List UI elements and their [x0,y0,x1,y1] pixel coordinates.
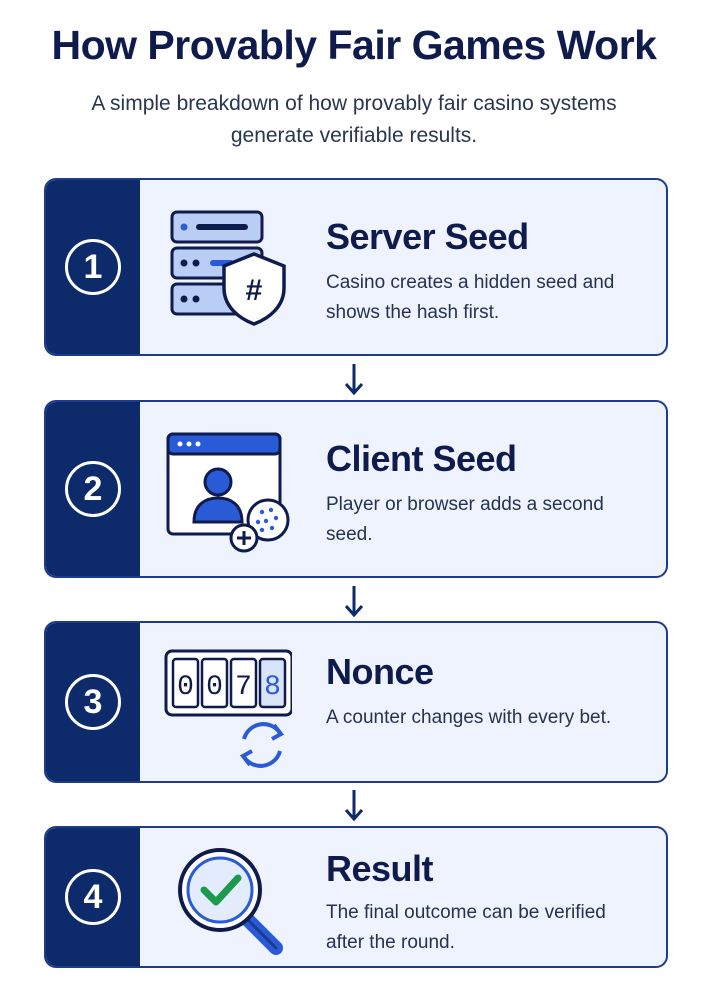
step-title: Nonce [326,651,434,692]
step-description: The final outcome can be verified after … [326,902,606,953]
step-number: 3 [65,674,121,730]
counter-digit: 0 [177,672,194,703]
arrow-down-icon [344,790,364,822]
browser-user-icon [166,432,290,553]
counter-icon: 0 0 7 8 [164,649,292,768]
step-title: Server Seed [326,216,529,257]
counter-digit: 8 [264,672,281,703]
step-number-column: 1 [46,180,140,354]
step-description: A counter changes with every bet. [326,707,612,728]
server-shield-hash-icon: # [170,210,286,326]
magnifier-check-icon [178,848,283,955]
counter-digit: 0 [206,672,223,703]
step-title: Result [326,848,434,889]
hash-symbol: # [246,274,263,307]
step-card-result: 4 Result The final outcome can be verifi… [44,826,668,968]
step-number-column: 4 [46,828,140,966]
step-number: 4 [65,869,121,925]
step-number: 2 [65,461,121,517]
step-description: Player or browser adds a second seed. [326,494,604,545]
page-subtitle: A simple breakdown of how provably fair … [91,92,617,147]
step-card-server-seed: 1 # Server Seed Casino creates a hidden … [44,178,668,356]
page-title: How Provably Fair Games Work [51,22,657,68]
step-card-client-seed: 2 Client Seed Player or browser adds a s… [44,400,668,578]
step-number: 1 [65,239,121,295]
step-number-column: 2 [46,402,140,576]
counter-digit: 7 [235,672,252,703]
step-card-nonce: 3 0 0 7 8 Nonce A counter changes with e… [44,621,668,783]
arrow-down-icon [344,364,364,396]
step-title: Client Seed [326,438,517,479]
step-number-column: 3 [46,623,140,781]
arrow-down-icon [344,586,364,618]
step-description: Casino creates a hidden seed and shows t… [326,272,615,323]
